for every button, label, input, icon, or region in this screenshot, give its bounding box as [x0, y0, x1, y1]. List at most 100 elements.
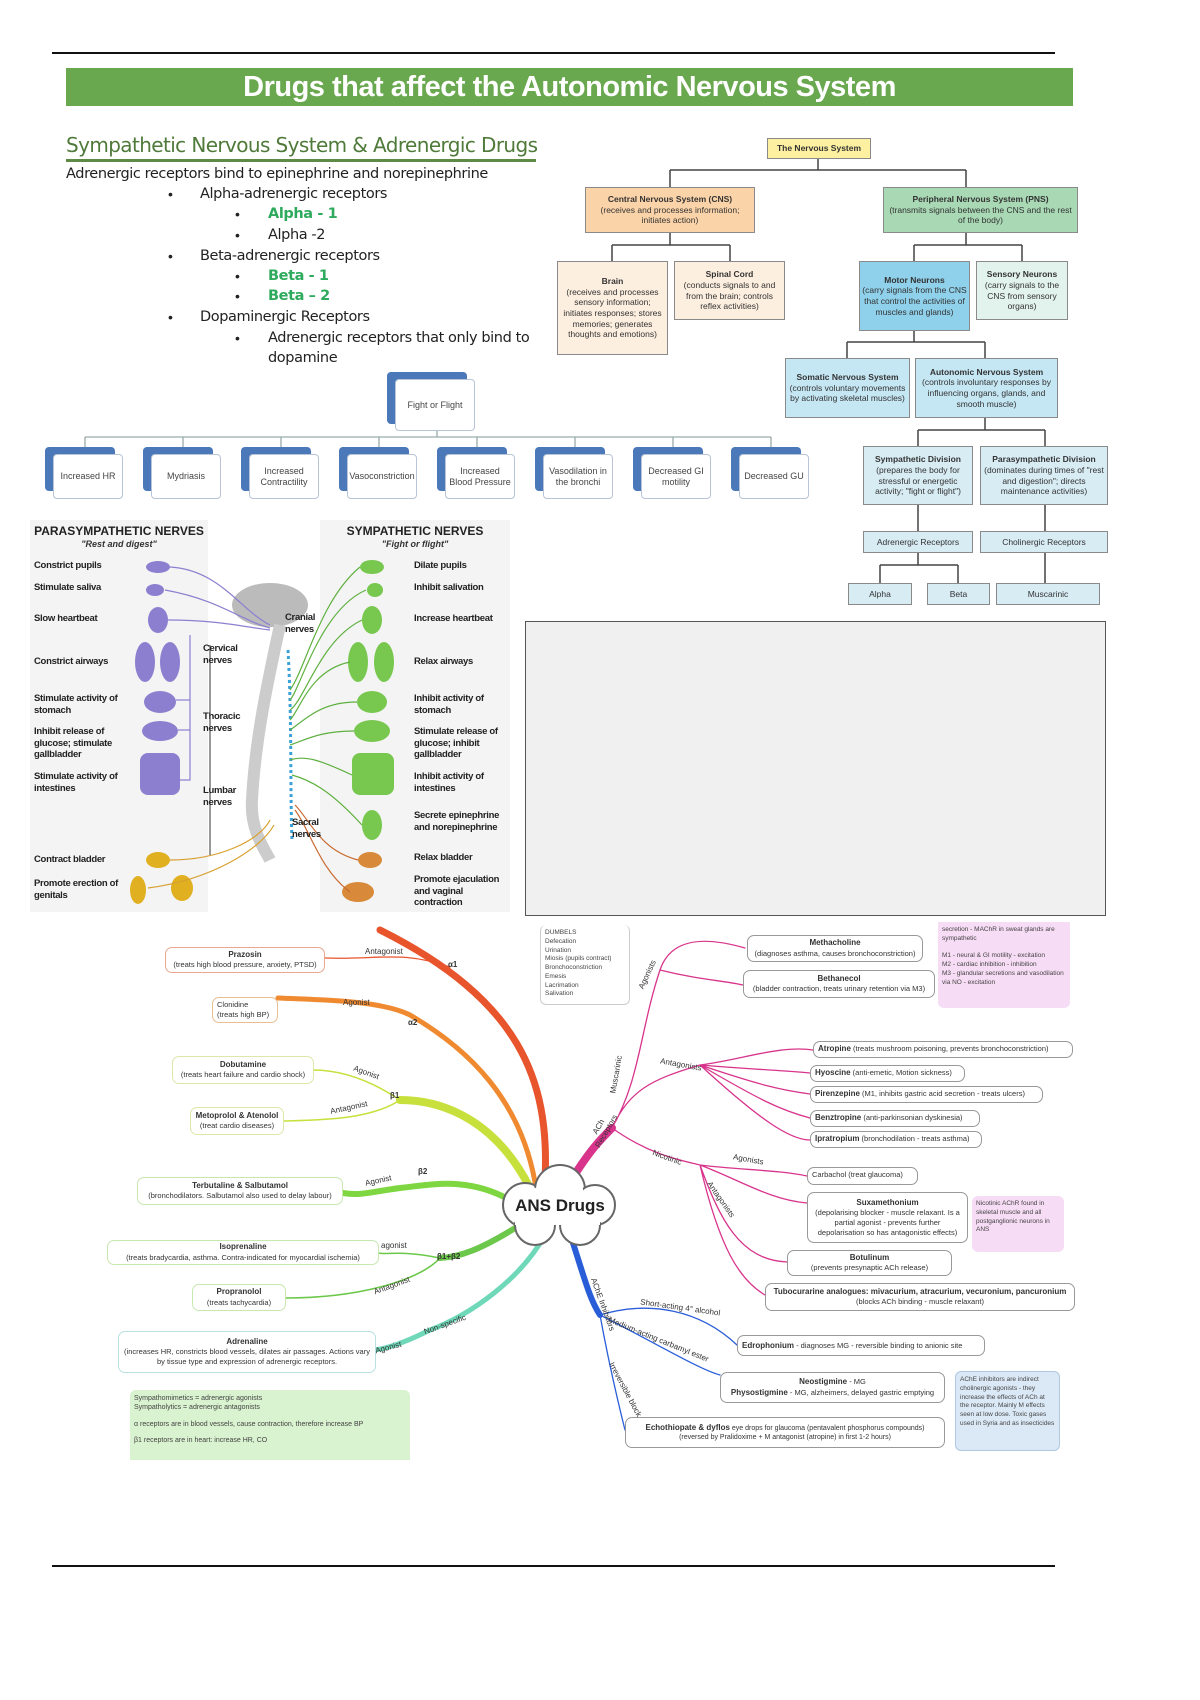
muscarinic-box: Muscarinic: [996, 583, 1100, 605]
sympathetic-effect: Inhibit salivation: [414, 582, 484, 593]
tubocurarine-node: Tubocurarine analogues: mivacurium, atra…: [765, 1283, 1075, 1311]
effect-label: Increased HR: [53, 454, 123, 499]
fight-flight-effect: Increased HR: [45, 447, 123, 499]
dopamine-desc-2: dopamine: [268, 350, 338, 366]
bullet: •: [235, 330, 240, 346]
thoracic-nerves-label: Thoracic nerves: [203, 711, 241, 734]
brain-box: Brain(receives and processes sensory inf…: [557, 261, 668, 355]
label-agonist: agonist: [381, 1241, 407, 1250]
parasympathetic-effect: Contract bladder: [34, 854, 106, 865]
sacral-nerves-label: Sacral nerves: [292, 817, 321, 840]
botulinum-node: Botulinum(prevents presynaptic ACh relea…: [787, 1250, 952, 1276]
sympathetic-chain-icon: [286, 649, 294, 841]
ache-note: AChE inhibitors are indirect cholinergic…: [955, 1371, 1060, 1451]
sympathetic-division-box: Sympathetic Division(prepares the body f…: [863, 446, 973, 505]
bullet: •: [168, 186, 173, 202]
suxamethonium-node: Suxamethonium(depolarising blocker - mus…: [807, 1192, 968, 1243]
fight-flight-connectors: [84, 430, 772, 448]
alpha-1: Alpha - 1: [268, 206, 338, 222]
hyoscine-node: Hyoscine (anti-emetic, Motion sickness): [810, 1065, 965, 1082]
top-rule: [52, 52, 1055, 54]
carbachol-node: Carbachol (treat glaucoma): [807, 1167, 918, 1185]
propranolol-node: Propranolol(treats tachycardia): [192, 1284, 286, 1311]
cervical-nerves-label: Cervical nerves: [203, 643, 238, 666]
dopamine-desc-1: Adrenergic receptors that only bind to: [268, 330, 530, 346]
fight-flight-effect: Decreased GI motility: [633, 447, 711, 499]
alpha-2: Alpha -2: [268, 227, 326, 243]
cholinergic-receptors-box: Cholinergic Receptors: [980, 531, 1108, 553]
lumbar-nerves-label: Lumbar nerves: [203, 785, 237, 808]
sympathetic-effect: Promote ejaculation and vaginal contract…: [414, 874, 500, 908]
ans-drugs-cloud: [502, 1164, 616, 1246]
parasympathetic-effect: Slow heartbeat: [34, 613, 98, 624]
clonidine-node: Clonidine(treats high BP): [212, 997, 278, 1023]
parasympathetic-effect: Promote erection of genitals: [34, 878, 119, 901]
label-antagonist: Antagonist: [365, 947, 403, 956]
bullet: •: [235, 268, 240, 284]
sympathetic-panel: [320, 520, 510, 912]
dopaminergic-receptors: Dopaminergic Receptors: [200, 309, 370, 325]
parasympathetic-effect: Stimulate activity of stomach: [34, 693, 118, 716]
sympathetic-effect: Inhibit activity of intestines: [414, 771, 484, 794]
adrenaline-node: Adrenaline(increases HR, constricts bloo…: [118, 1331, 376, 1373]
bullet: •: [235, 288, 240, 304]
effect-label: Increased Blood Pressure: [445, 454, 515, 499]
bullet: •: [235, 206, 240, 222]
sympathetic-title: SYMPATHETIC NERVES: [346, 524, 484, 538]
label-beta1: β1: [390, 1091, 400, 1100]
fight-flight-effect: Mydriasis: [143, 447, 221, 499]
effect-label: Vasodilation in the bronchi: [543, 454, 613, 499]
isoprenaline-node: Isoprenaline(treats bradycardia, asthma.…: [107, 1240, 379, 1265]
terbutaline-node: Terbutaline & Salbutamol(bronchodilators…: [137, 1177, 343, 1205]
effect-label: Decreased GI motility: [641, 454, 711, 499]
fight-flight-effect: Vasoconstriction: [339, 447, 417, 499]
nervous-system-root: The Nervous System: [767, 138, 871, 159]
parasympathetic-effect: Constrict airways: [34, 656, 109, 667]
dobutamine-node: Dobutamine(treats heart failure and card…: [172, 1056, 314, 1084]
prazosin-node: Prazosin(treats high blood pressure, anx…: [165, 947, 325, 973]
ipratropium-node: Ipratropium (bronchodilation - treats as…: [810, 1131, 982, 1148]
page-title: Drugs that affect the Autonomic Nervous …: [66, 68, 1073, 106]
sympathetic-effect: Stimulate release of glucose; inhibit ga…: [414, 726, 498, 760]
benztropine-node: Benztropine (anti-parkinsonian dyskinesi…: [810, 1110, 980, 1127]
alpha-receptors: Alpha-adrenergic receptors: [200, 186, 388, 202]
atropine-node: Atropine (treats mushroom poisoning, pre…: [813, 1041, 1073, 1058]
fight-flight-effect: Decreased GU: [731, 447, 809, 499]
tree-connectors: [611, 158, 1046, 583]
muscarinic-note: secretion - MAChR in sweat glands are sy…: [938, 922, 1070, 1008]
beta-1: Beta - 1: [268, 268, 329, 284]
cranial-nerves-label: Cranial nerves: [285, 612, 316, 635]
fight-flight-effect: Increased Contractility: [241, 447, 319, 499]
parasympathetic-organs: [135, 561, 180, 795]
bottom-rule: [52, 1565, 1055, 1567]
brain-icon: [232, 583, 308, 627]
effect-label: Mydriasis: [151, 454, 221, 499]
sensory-neurons-box: Sensory Neurons(carry signals to the CNS…: [976, 261, 1068, 320]
spinal-cord-box: Spinal Cord(conducts signals to and from…: [674, 261, 785, 320]
fight-flight-effect: Vasodilation in the bronchi: [535, 447, 613, 499]
parasympathetic-subtitle: "Rest and digest": [81, 539, 157, 549]
parasympathetic-panel: [30, 520, 208, 912]
pirenzepine-node: Pirenzepine (M1, inhibits gastric acid s…: [810, 1086, 1043, 1103]
parasympathetic-effect: Stimulate saliva: [34, 582, 102, 593]
heading-underline: [66, 159, 536, 162]
bullet: •: [235, 227, 240, 243]
sympathetic-effect: Dilate pupils: [414, 560, 467, 571]
autonomic-box: Autonomic Nervous System(controls involu…: [915, 358, 1058, 418]
beta-2: Beta – 2: [268, 288, 330, 304]
label-beta1-beta2: β1+β2: [437, 1252, 461, 1261]
nerves-illustration: [130, 560, 394, 904]
sympathetic-effect: Relax bladder: [414, 852, 473, 863]
parasympathetic-title: PARASYMPATHETIC NERVES: [34, 524, 204, 538]
somatic-box: Somatic Nervous System(controls voluntar…: [785, 358, 910, 418]
label-alpha1: α1: [448, 960, 458, 969]
mindmap-center: ANS Drugs: [515, 1196, 605, 1215]
section-heading: Sympathetic Nervous System & Adrenergic …: [66, 133, 538, 157]
fight-flight-effect: Increased Blood Pressure: [437, 447, 515, 499]
methacholine-node: Methacholine(diagnoses asthma, causes br…: [747, 935, 923, 962]
sympathetic-organs: [348, 560, 394, 840]
label-agonist: Agonist: [343, 998, 370, 1007]
bullet: •: [168, 309, 173, 325]
